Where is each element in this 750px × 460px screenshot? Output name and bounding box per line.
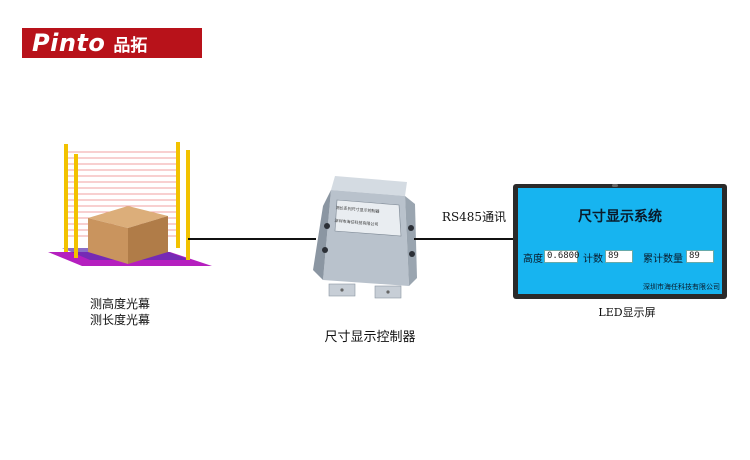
connector-left-bottom [322,247,328,253]
controller-left-face [313,190,331,280]
curtain-caption-line1: 测高度光幕 [89,297,150,311]
logo-brand-text: Pinto [32,29,106,57]
light-curtain-illustration [48,142,212,266]
connector-right-bottom [409,251,415,257]
curtain-caption: 测高度光幕 测长度光幕 [60,296,180,328]
curtain-post-right-front [186,150,190,260]
box-side [128,216,168,264]
rs485-link-label: RS485通讯 [441,210,507,224]
curtain-post-left-back [64,144,68,252]
led-caption: LED显示屏 [598,306,656,319]
led-count-value: 89 [605,250,633,263]
controller-label-panel [334,199,402,237]
controller-top-face [331,176,407,196]
controller-right-face [405,196,417,286]
led-total-value: 89 [686,250,714,263]
curtain-to-controller-wire [188,238,316,240]
box-front [88,218,128,264]
box-top [88,206,168,228]
controller-caption: 尺寸显示控制器 [324,330,416,345]
pinto-logo: Pinto 品拓 [22,28,202,58]
curtain-post-left-front [74,154,78,258]
led-company-text: 深圳市海任科技有限公司 [643,283,720,291]
connector-left-top [324,223,330,229]
led-height-label: 高度 [523,254,543,265]
curtain-post-right-back [176,142,180,248]
led-height-value: 0.6800 [544,250,580,263]
controller-to-led-wire [414,238,516,240]
curtain-caption-line2: 测长度光幕 [89,313,150,327]
size-display-controller-device [313,176,417,299]
led-title: 尺寸显示系统 [578,209,662,225]
led-total-label: 累计数量 [643,254,683,265]
led-count-label: 计数 [583,254,603,265]
led-display-screen [518,188,722,294]
mounting-hole-right [386,290,390,294]
led-frame-mount [612,184,618,187]
mounting-hole-left [340,288,344,292]
logo-brand-cn-text: 品拓 [113,35,148,56]
connector-right-top [408,225,414,231]
